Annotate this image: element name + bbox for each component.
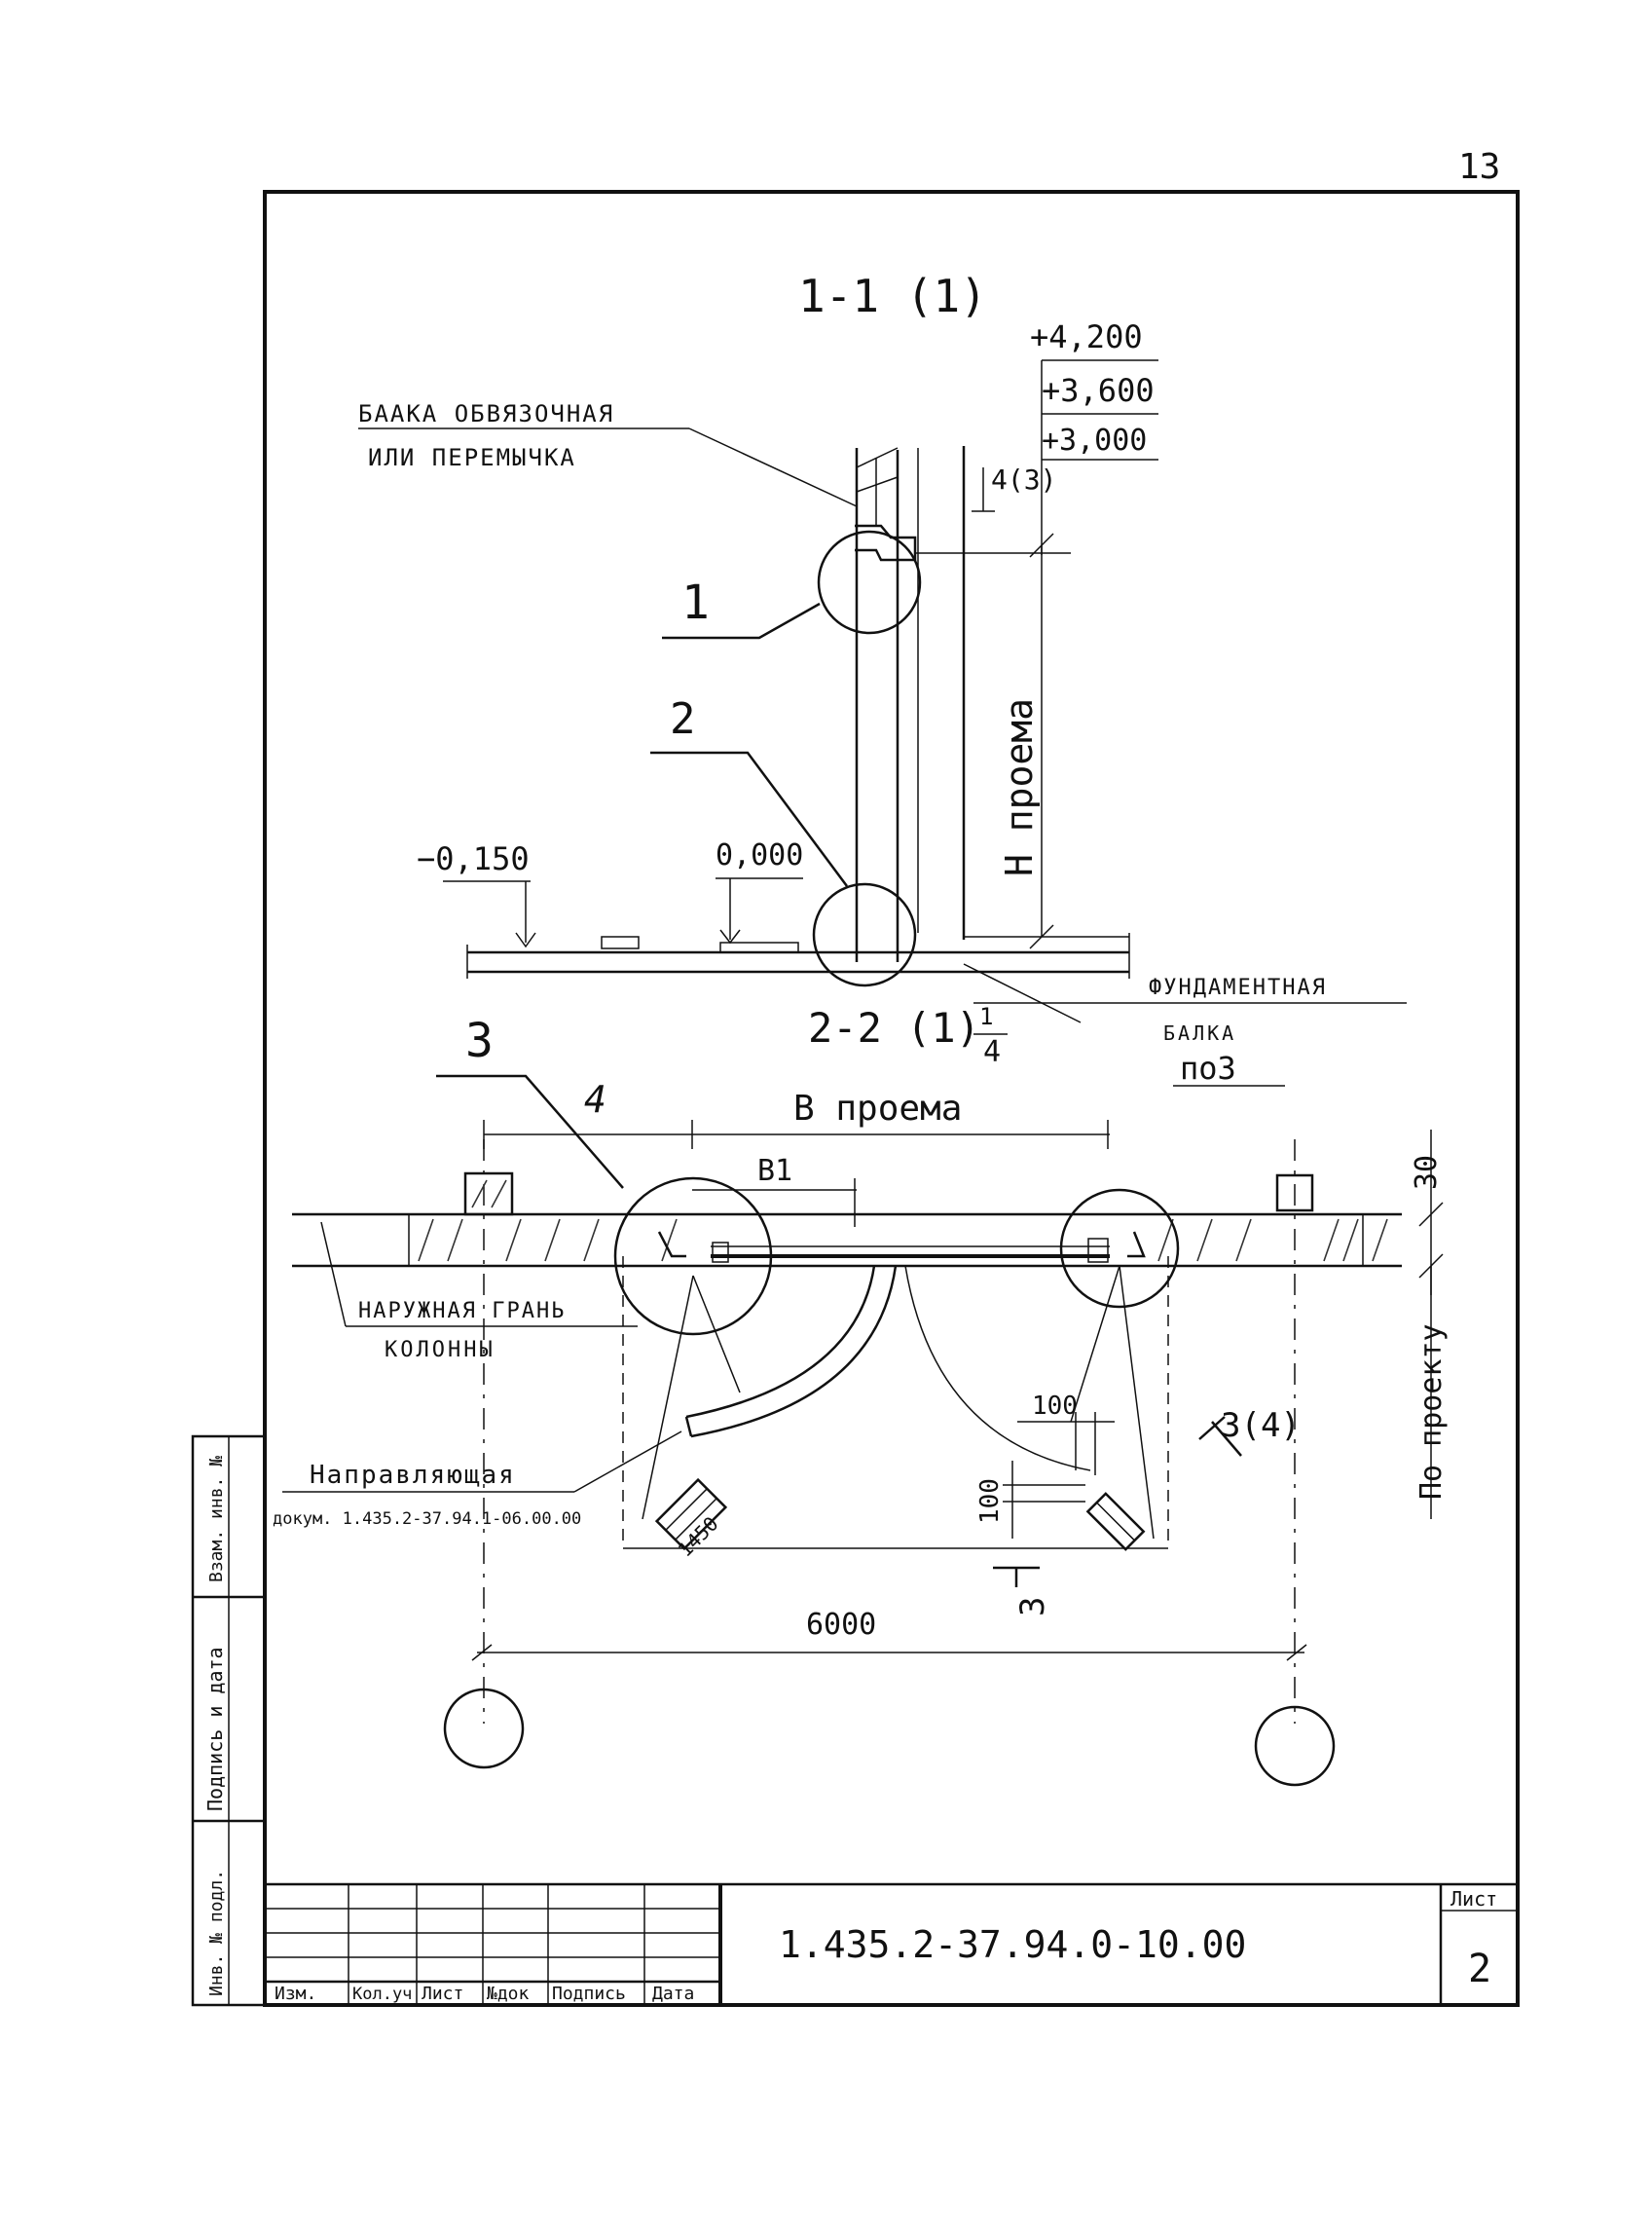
tb-header-date: Дата: [652, 1984, 694, 2004]
guide-label-line2: докум. 1.435.2-37.94.1-06.00.00: [273, 1509, 581, 1529]
section-marker-3-4: 3(4): [1221, 1406, 1301, 1445]
section-marker-3: 3: [1013, 1597, 1052, 1616]
beam-leader: [688, 427, 858, 507]
dim-30: 30: [1410, 1155, 1444, 1190]
foundation-label-line1: ФУНДАМЕНТНАЯ: [1149, 976, 1327, 1000]
stamp-signature-date: Подпись и дата: [203, 1647, 227, 1811]
tb-header-izm: Изм.: [275, 1984, 316, 2004]
elevation-0000: 0,000: [716, 838, 803, 873]
outer-face-line1: НАРУЖНАЯ ГРАНЬ: [358, 1299, 566, 1323]
top-elevation-marks: +4,200 +3,600 +3,000: [1030, 318, 1158, 555]
elevation-4200: +4,200: [1030, 318, 1143, 355]
door-swing-arc: [904, 1265, 1091, 1471]
sheet-label: Лист: [1450, 1887, 1497, 1911]
beam-label-line2: ИЛИ ПЕРЕМЫЧКА: [368, 444, 576, 471]
column-left: [463, 1171, 514, 1216]
section-2-ref-top: 1: [979, 1003, 993, 1030]
side-stamp: [191, 1434, 267, 2007]
elevation-3600: +3,600: [1042, 372, 1155, 409]
stamp-replace-inv: Взам. инв. №: [206, 1456, 227, 1582]
node-4-circle: [1059, 1188, 1180, 1309]
section-2-ref-bottom: 4: [983, 1035, 1001, 1069]
sheet-border: [263, 190, 1520, 2007]
foundation-label-line2: БАЛКА: [1163, 1021, 1236, 1045]
clearance-zone: [622, 1256, 1169, 1549]
tb-header-signature: Подпись: [552, 1984, 626, 2004]
sheet-number: 2: [1468, 1947, 1491, 1991]
stamp-original-inv: Инв. № подл.: [206, 1870, 227, 1996]
tb-header-koluch: Кол.уч: [352, 1985, 412, 2004]
stopper-left: [654, 1477, 728, 1551]
elevation-minus-0150: −0,150: [417, 840, 530, 877]
node-1-label: 1: [681, 576, 710, 630]
outer-face-line2: КОЛОННЫ: [385, 1338, 496, 1362]
document-code: 1.435.2-37.94.0-10.00: [779, 1923, 1246, 1966]
tb-header-ndok: №док: [487, 1984, 530, 2004]
ground-line: [466, 933, 1130, 979]
guide-rail-arc: [690, 1265, 898, 1438]
foundation-label-line3: по3: [1180, 1050, 1236, 1087]
axis-bubble-left: [443, 1688, 525, 1769]
node-4-label: 4: [584, 1078, 606, 1121]
gate-leaves: [657, 1231, 1146, 1263]
axis-bubble-right: [1254, 1705, 1336, 1787]
title-block: [265, 1882, 1518, 2005]
node-3-label: 3: [465, 1014, 494, 1068]
b1-label: B1: [757, 1154, 792, 1188]
node-2-label: 2: [670, 694, 696, 744]
dim-100-vertical: 100: [975, 1478, 1005, 1524]
b-opening-label: B проема: [793, 1089, 962, 1129]
beam-label-line1: БААКА ОБВЯЗОЧНАЯ: [358, 400, 614, 427]
sheet-corner-number: 13: [1458, 147, 1500, 187]
section-2-title: 2-2 (1): [808, 1004, 980, 1052]
section-1-title: 1-1 (1): [798, 270, 987, 322]
dim-1450: 1450: [674, 1512, 723, 1562]
guide-label-line1: Направляющая: [310, 1461, 516, 1490]
tb-header-list: Лист: [422, 1984, 463, 2004]
top-dim-label: 4(3): [991, 464, 1056, 496]
span-6000: 6000: [806, 1608, 876, 1642]
dim-100-horizontal: 100: [1032, 1392, 1078, 1421]
node-1-circle: [817, 530, 922, 635]
wall-plan: [292, 1212, 1402, 1268]
stopper-right: [1085, 1492, 1146, 1551]
h-opening-label: H проема: [998, 698, 1041, 876]
elevation-3000: +3,000: [1042, 424, 1147, 458]
column-right: [1275, 1173, 1314, 1212]
node-2-circle: [812, 882, 917, 987]
